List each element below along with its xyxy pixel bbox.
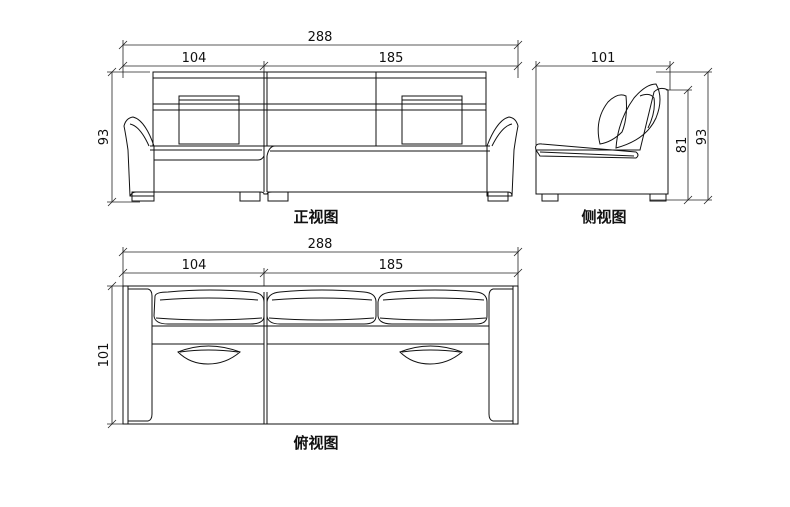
side-view-caption: 侧视图: [581, 208, 626, 226]
front-height-dimension: 93: [97, 67, 150, 207]
side-back-height-label: 81: [675, 137, 690, 154]
side-foot-back: [649, 193, 667, 202]
top-back-cushion-right: [377, 289, 488, 325]
side-height-dimension: 81 93: [650, 67, 713, 205]
front-view-caption: 正视图: [293, 208, 338, 226]
top-right-arm: [488, 286, 514, 424]
front-right-arm: [486, 116, 519, 197]
front-left-width-label: 104: [182, 51, 207, 66]
front-right-pillow: [401, 95, 463, 145]
front-foot-mid-right: [267, 191, 289, 202]
top-left-arm: [127, 286, 153, 424]
front-foot-left: [131, 191, 155, 202]
top-left-pillow: [177, 345, 241, 365]
side-depth-dimension: 101: [531, 51, 675, 145]
side-depth-label: 101: [591, 51, 616, 66]
top-total-width-label: 288: [308, 237, 333, 252]
top-view: 288 104 185 101: [97, 237, 523, 452]
side-seat-cushion: [535, 143, 639, 159]
front-right-width-label: 185: [379, 51, 404, 66]
front-total-width-label: 288: [308, 30, 333, 45]
side-total-height-label: 93: [695, 129, 710, 146]
front-backrest: [152, 71, 487, 147]
top-outline: [122, 285, 519, 425]
top-back-cushion-left: [153, 289, 265, 325]
front-foot-right: [487, 191, 509, 202]
front-total-width-dimension: 288: [118, 30, 523, 78]
top-part-width-dimension: 104 185: [118, 258, 523, 286]
top-back-cushion-middle: [266, 289, 377, 325]
side-body: [535, 87, 669, 195]
side-back-cushion-outer: [615, 83, 661, 149]
top-view-caption: 俯视图: [293, 434, 338, 452]
side-view: 101 81 93 侧视图: [531, 51, 713, 226]
side-back-cushion-inner: [597, 94, 627, 145]
front-left-arm: [123, 116, 155, 197]
top-right-pillow: [399, 345, 463, 365]
top-depth-label: 101: [97, 343, 112, 368]
front-view: 288 104 185 93: [97, 30, 523, 226]
front-height-label: 93: [97, 129, 112, 146]
side-foot-front: [541, 193, 559, 202]
front-left-pillow: [178, 95, 240, 145]
front-left-seat: [150, 145, 265, 161]
front-right-seat: [266, 145, 490, 157]
top-left-width-label: 104: [182, 258, 207, 273]
top-depth-dimension: 101: [97, 281, 125, 429]
front-part-width-dimension: 104 185: [118, 51, 523, 78]
front-foot-mid-left: [239, 191, 261, 202]
top-total-width-dimension: 288: [118, 237, 523, 286]
top-right-width-label: 185: [379, 258, 404, 273]
